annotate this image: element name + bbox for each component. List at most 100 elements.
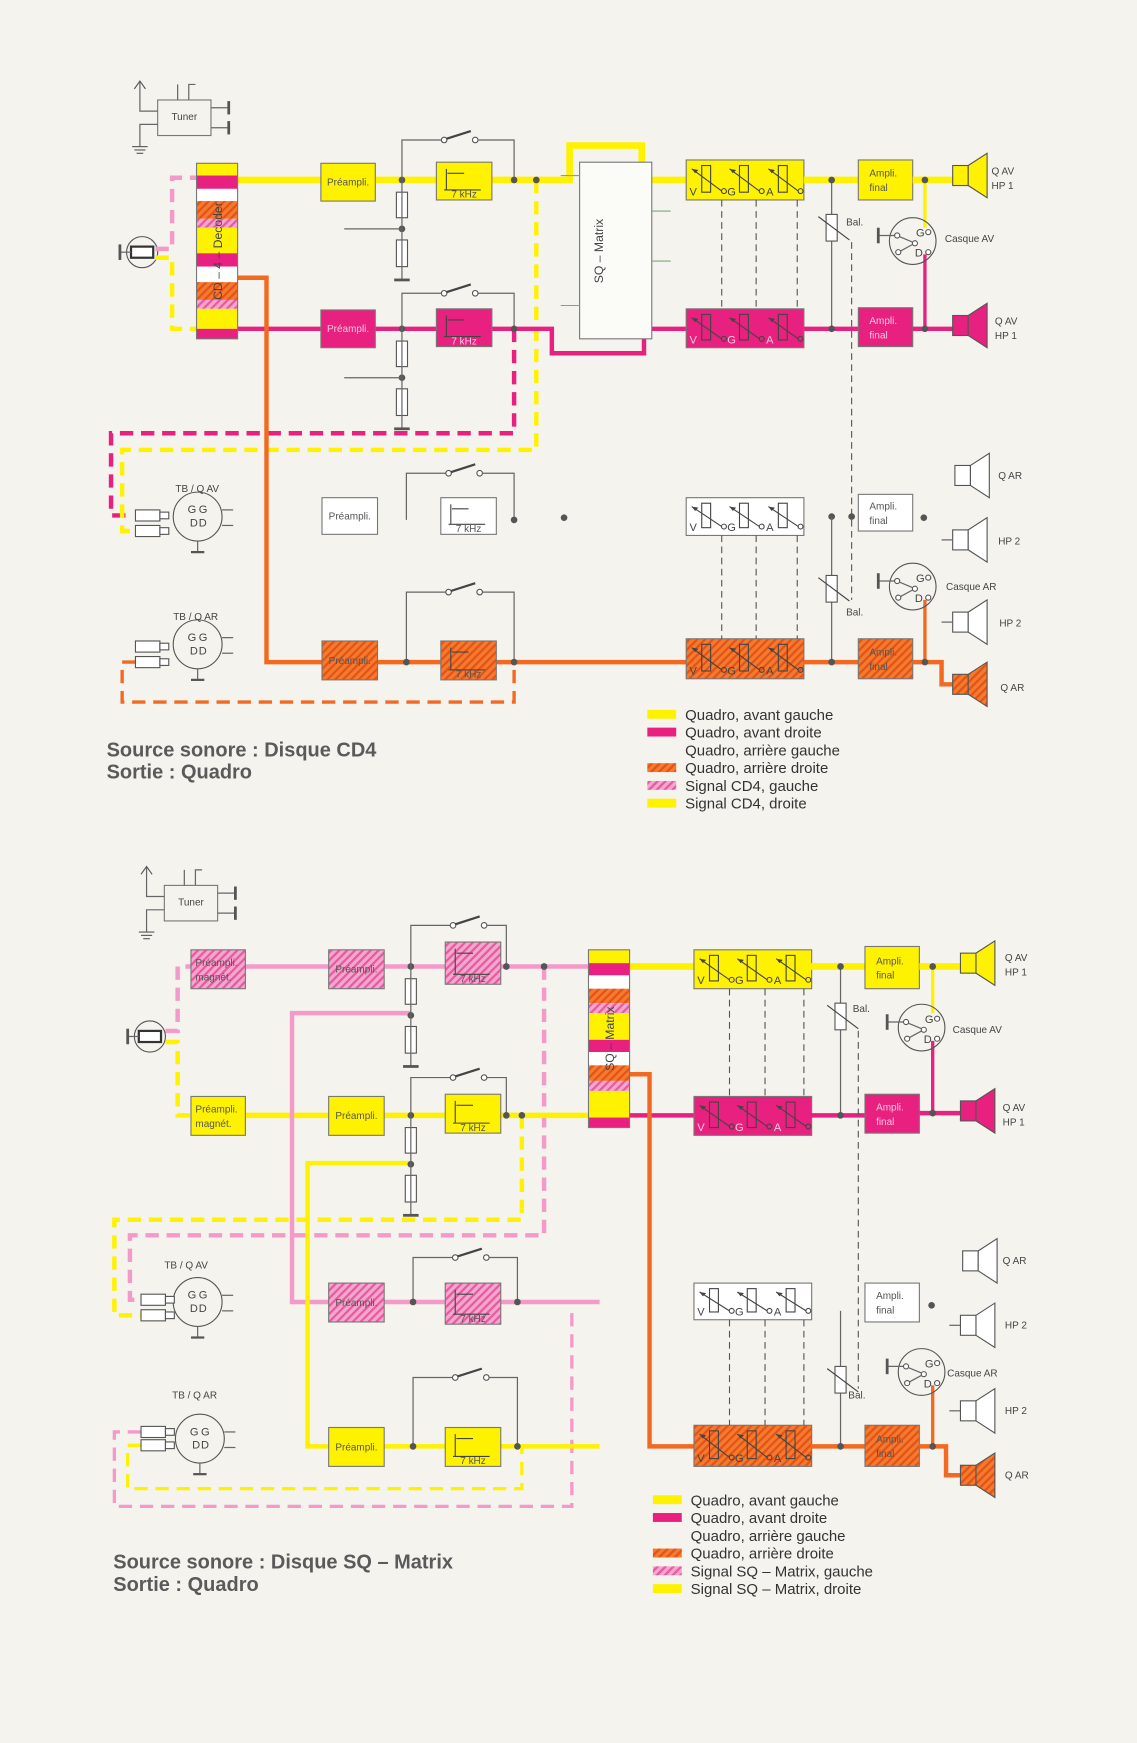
din-letter: D [190, 518, 198, 530]
speaker-label: Q AR [1005, 1471, 1029, 1482]
pot-letter: V [697, 975, 705, 987]
power-amplifier-block [864, 1282, 920, 1323]
ampli-label: final [869, 183, 887, 194]
switch-contact [445, 469, 452, 477]
power-amplifier-block [864, 1093, 920, 1134]
lowpass-curve-icon [453, 948, 490, 975]
speaker-label: Q AV [995, 316, 1018, 327]
pot-terminal [766, 976, 773, 983]
din-letter: D [199, 518, 207, 530]
matrix-band [588, 975, 630, 989]
variable-resistor-icon [785, 954, 796, 982]
plug-icon [134, 655, 161, 669]
jack-contact [894, 577, 901, 585]
variable-resistor-icon [777, 164, 788, 193]
switch-lever-icon [450, 463, 476, 474]
filter-label: 7 kHz [451, 336, 477, 347]
speaker-icon [952, 673, 969, 695]
junction-dot [510, 176, 518, 184]
junction-dot [929, 963, 937, 970]
preamp-label: Préampli. [335, 1111, 377, 1122]
switch-contact [480, 922, 488, 929]
din-letter: G [199, 632, 208, 644]
junction-dot [409, 1443, 417, 1450]
matrix-band [196, 163, 238, 176]
pot-terminal [758, 666, 765, 673]
jack-contact [925, 249, 932, 256]
pot-letter: V [690, 187, 698, 199]
junction-dot [837, 1112, 844, 1119]
speaker-label: Q AV [1003, 1103, 1026, 1114]
ampli-label: final [869, 330, 887, 341]
switch-contact [445, 588, 452, 596]
din-letter: G [199, 504, 208, 516]
pot-letter: G [735, 1306, 744, 1318]
preamp-block [328, 1426, 385, 1467]
filter-label: 7 kHz [460, 1123, 486, 1134]
speaker-icon [959, 952, 977, 974]
tuner-label: Tuner [171, 112, 197, 123]
pot-terminal [797, 335, 804, 342]
legend-item-label: Quadro, avant droite [685, 725, 822, 742]
plug-tip [164, 1428, 175, 1436]
speaker-cone-icon [975, 1387, 996, 1435]
legend-swatch [652, 1584, 682, 1594]
preamp-block [320, 309, 376, 349]
junction-dot [929, 1443, 937, 1450]
matrix-band [588, 1003, 630, 1014]
ampli-label: final [876, 971, 894, 982]
junction-dot [409, 1298, 417, 1306]
lowpass-curve-icon [448, 647, 486, 671]
speaker-icon [954, 464, 972, 487]
lowpass-filter-block [444, 1093, 502, 1134]
legend-item-label: Quadro, avant gauche [691, 1492, 839, 1509]
speaker-icon [952, 529, 969, 551]
speaker-cone-icon [967, 152, 988, 199]
jack-contact [934, 1359, 941, 1367]
balance-label: Bal. [848, 1391, 865, 1402]
wiper-arrow-icon [691, 647, 723, 671]
switch-lever-icon [457, 1367, 483, 1378]
pot-terminal [766, 1307, 773, 1314]
balance-wiper-icon [817, 577, 850, 602]
pot-terminal [766, 1454, 773, 1461]
jack-contact [895, 594, 902, 601]
din-letter: D [199, 645, 207, 657]
junction-dot [837, 963, 844, 970]
diagram-title: Source sonore : Disque SQ – Matrix [113, 1552, 453, 1574]
diagram-subtitle: Sortie : Quadro [107, 762, 252, 784]
switch-contact [476, 469, 484, 477]
wiper-arrow-icon [736, 1291, 768, 1312]
pot-letter: V [690, 665, 698, 677]
speaker-label: HP 2 [1005, 1321, 1027, 1332]
legend-swatch [647, 763, 677, 773]
legend-swatch [652, 1548, 682, 1558]
pot-terminal [797, 523, 804, 530]
din-letter: G [190, 1426, 199, 1438]
preamp-block [328, 1095, 385, 1136]
jack-letter-d: D [924, 1034, 932, 1046]
jack-letter-d: D [924, 1379, 932, 1391]
pot-letter: G [735, 975, 744, 987]
pot-letter: A [774, 1453, 782, 1465]
jack-letter-d: D [915, 593, 923, 605]
headphone-jack-icon [888, 562, 937, 611]
pot-letter: G [727, 187, 736, 199]
plug-icon [140, 1439, 166, 1452]
wiper-arrow-icon [768, 647, 799, 671]
connection-line [412, 1256, 454, 1302]
arrow-head-icon [737, 1105, 744, 1110]
switch-contact [471, 136, 479, 144]
jack-contact [934, 1379, 941, 1387]
legend-item-label: Quadro, arrière droite [691, 1546, 834, 1563]
jack-contact [934, 1035, 941, 1042]
pot-letter: A [766, 665, 774, 677]
junction-dot [502, 1112, 510, 1119]
ampli-label: Ampli. [876, 1291, 904, 1302]
casque-av-label: Casque AV [945, 234, 995, 245]
sq-matrix-decoder [587, 949, 631, 1129]
power-amplifier-block [857, 638, 914, 680]
tb-qar-label: TB / Q AR [173, 612, 218, 623]
tuner-block [157, 99, 212, 137]
